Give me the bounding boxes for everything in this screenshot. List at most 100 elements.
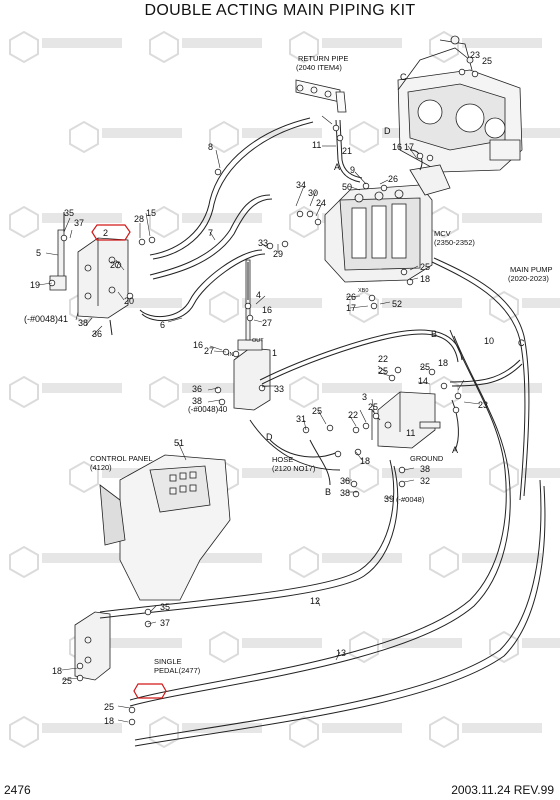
pedal-valve-block [74, 611, 111, 681]
fitting [440, 382, 448, 390]
watermark-logo [429, 545, 542, 579]
callout-32: 32 [420, 476, 430, 486]
callout-18-mcv: 18 [420, 274, 430, 284]
fitting [214, 168, 222, 176]
part-callouts: 2 35 37 5 28 15 19 27 20 (-#0048)41 38 3… [24, 50, 494, 726]
callout-35-low: 35 [160, 602, 170, 612]
page-number: 2476 [4, 783, 31, 797]
callout-19: 19 [30, 280, 40, 290]
fitting [128, 706, 136, 714]
callout-1: 1 [272, 348, 277, 358]
fitting [352, 426, 360, 434]
label-return-pipe: RETURN PIPE [298, 54, 348, 63]
fitting [471, 70, 479, 78]
callout-14: 14 [418, 376, 428, 386]
fitting [416, 152, 424, 160]
fitting [458, 68, 466, 76]
callout-36-mid: 36 [192, 384, 202, 394]
callout-27-low: 27 [204, 346, 214, 356]
callout-27-mid: 27 [262, 318, 272, 328]
callout-10: 10 [484, 336, 494, 346]
fitting [326, 424, 334, 432]
fitting [218, 398, 226, 406]
fitting [214, 386, 222, 394]
callout-25-center-b: 25 [368, 402, 378, 412]
callout-25-low-b: 25 [104, 702, 114, 712]
callout-16-low: 16 [193, 340, 203, 350]
watermark-logo [149, 375, 262, 409]
port-b-mcv: B [431, 329, 437, 339]
return-pipe [295, 79, 347, 113]
watermark-logo [9, 375, 122, 409]
callout-12: 12 [310, 596, 320, 606]
callout-30: 30 [308, 188, 318, 198]
callout-25-right-b: 25 [420, 362, 430, 372]
watermark-logo [209, 630, 322, 664]
callout-25-right-a: 25 [378, 366, 388, 376]
callout-38-right: 38 [420, 464, 430, 474]
label-mcv-ref: (2350-2352) [434, 238, 475, 247]
watermark-logo [9, 545, 122, 579]
callout-18-low-a: 18 [52, 666, 62, 676]
component-labels: RETURN PIPE (2040 ITEM4) MCV (2350-2352)… [90, 54, 553, 675]
callout-3: 3 [362, 392, 367, 402]
port-out: OUT [252, 338, 264, 344]
callout-26-top: 26 [388, 174, 398, 184]
fitting [332, 124, 340, 132]
label-single-pedal-ref: PEDAL(2477) [154, 666, 201, 675]
callout-2: 2 [103, 228, 108, 238]
watermark-logo [149, 205, 262, 239]
fitting [388, 374, 396, 382]
callout-16-top: 16 [392, 142, 402, 152]
mcv-block [324, 164, 451, 283]
port-b-center: B [325, 487, 331, 497]
callout-17-top: 17 [404, 142, 414, 152]
fitting [398, 480, 406, 488]
port-d-top: D [384, 126, 391, 136]
label-single: SINGLE [154, 657, 182, 666]
label-main-pump-ref: (2020-2023) [508, 274, 549, 283]
callout-11-right: 11 [406, 428, 415, 438]
watermark-logo [289, 715, 402, 749]
fitting [394, 366, 402, 374]
fitting [350, 480, 358, 488]
fitting [334, 450, 342, 458]
callout-15: 15 [146, 208, 156, 218]
callout-4: 4 [256, 290, 261, 300]
port-xb0: XB0 [358, 288, 368, 294]
fitting [148, 236, 156, 244]
port-labels: C D A B C A D B OUT IN XB0 [228, 72, 525, 497]
fitting [400, 268, 408, 276]
fitting [76, 674, 84, 682]
revision-date: 2003.11.24 REV.99 [451, 783, 554, 797]
callout-31: 31 [296, 414, 306, 424]
watermark-logo [349, 630, 462, 664]
leader-lines [37, 115, 481, 723]
fitting [232, 350, 240, 358]
label-return-pipe-ref: (2040 ITEM4) [296, 63, 342, 72]
watermark-logo [209, 290, 322, 324]
fitting [370, 302, 378, 310]
page-title: DOUBLE ACTING MAIN PIPING KIT [144, 2, 416, 19]
fitting [380, 184, 388, 192]
watermark-logo [9, 205, 122, 239]
callout-16-mid: 16 [262, 305, 272, 315]
callout-35: 35 [64, 208, 74, 218]
label-hose: HOSE [272, 455, 293, 464]
watermark-logo [489, 630, 560, 664]
fitting [76, 662, 84, 670]
callout-52: 52 [392, 299, 402, 309]
watermark-logo [149, 715, 262, 749]
fitting [138, 238, 146, 246]
callout-29: 29 [273, 249, 283, 259]
port-d-center: D [266, 432, 273, 442]
callout-23-right: 23 [478, 400, 488, 410]
port-c-top: C [400, 72, 407, 82]
callout-17-mid: 17 [346, 303, 356, 313]
callout-25-top: 25 [482, 56, 492, 66]
watermark-logo [489, 290, 560, 324]
callout-33-mid: 33 [274, 384, 284, 394]
watermark-logo [9, 715, 122, 749]
callout-41: (-#0048)41 [24, 314, 68, 324]
